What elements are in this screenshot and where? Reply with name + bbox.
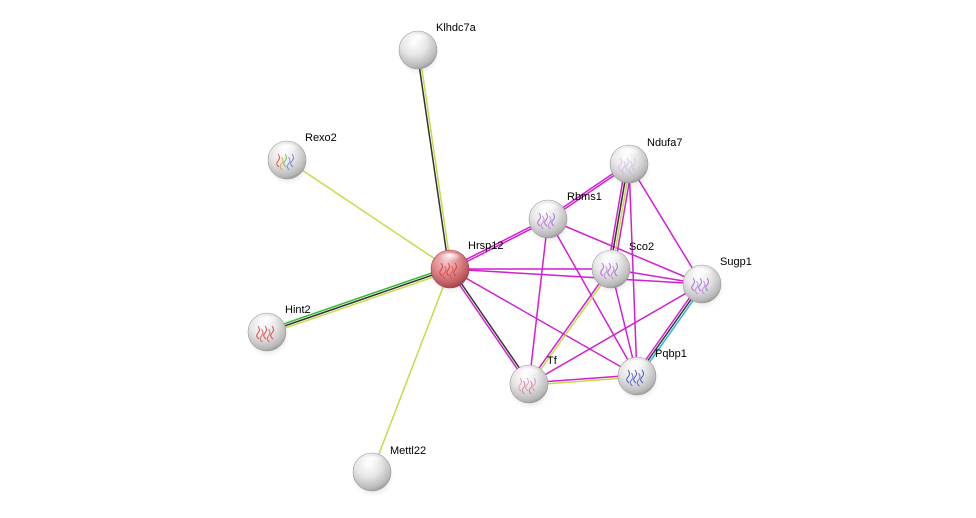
node-highlight [617,148,641,160]
node-label: Tf [547,355,558,367]
edge-rbms1-tf[interactable] [528,218,549,385]
node-rexo2[interactable]: Rexo2 [267,132,337,185]
edges-layer [266,49,705,473]
node-highlight [690,268,714,280]
protein-structure-icon [518,377,536,395]
protein-structure-icon [600,262,618,280]
edge-evidence-textmining [371,268,451,473]
edge-hrsp12-rexo2[interactable] [286,159,451,270]
node-hint2[interactable]: Hint2 [247,304,311,357]
node-sugp1[interactable]: Sugp1 [682,256,752,309]
node-label: Rbms1 [567,191,602,203]
node-klhdc7a[interactable]: Klhdc7a [398,22,477,75]
edge-rbms1-sugp1[interactable] [547,218,703,285]
node-rbms1[interactable]: Rbms1 [528,191,602,244]
node-highlight [517,368,541,380]
edge-hrsp12-klhdc7a[interactable] [416,49,452,270]
protein-structure-icon [276,153,294,171]
protein-structure-icon [626,369,644,387]
node-label: Rexo2 [305,132,337,144]
node-hrsp12[interactable]: Hrsp12 [430,240,503,294]
protein-structure-icon [691,277,709,295]
edge-evidence-textmining [267,270,451,335]
node-highlight [438,253,462,265]
edge-evidence-experiments [547,218,703,285]
node-mettl22[interactable]: Mettl22 [352,445,426,497]
node-highlight [255,316,279,328]
protein-structure-icon [439,262,457,280]
protein-structure-icon [618,157,636,175]
node-sco2[interactable]: Sco2 [591,241,654,294]
edge-evidence-experiments [527,267,611,384]
node-label: Hrsp12 [468,240,503,252]
node-highlight [599,253,623,265]
edge-evidence-neighborhood [266,266,450,331]
edge-evidence-experiments [628,163,638,377]
node-label: Mettl22 [390,445,426,457]
edge-ndufa7-pqbp1[interactable] [628,163,638,377]
edge-hrsp12-mettl22[interactable] [371,268,451,473]
node-label: Klhdc7a [436,22,477,34]
protein-structure-icon [537,212,555,230]
node-label: Pqbp1 [655,348,687,360]
protein-structure-icon [256,325,274,343]
edge-evidence-textmining [286,159,451,270]
node-highlight [625,360,649,372]
edge-hrsp12-sugp1[interactable] [449,268,703,285]
edge-sugp1-tf[interactable] [528,283,703,385]
edge-evidence-experiments [449,268,638,377]
edge-evidence-textmining [418,49,452,269]
edge-hrsp12-pqbp1[interactable] [449,268,638,377]
edge-hrsp12-hint2[interactable] [266,266,451,335]
node-highlight [406,34,430,46]
edge-evidence-experiments [528,218,549,385]
node-label: Sco2 [629,241,654,253]
edge-evidence-experiments [449,268,703,285]
edge-evidence-experiments [528,283,703,385]
node-highlight [536,203,560,215]
node-highlight [360,456,384,468]
node-ndufa7[interactable]: Ndufa7 [609,137,682,189]
node-tf[interactable]: Tf [509,355,558,409]
edge-evidence-coexpression [266,268,451,333]
node-highlight [275,144,299,156]
node-pqbp1[interactable]: Pqbp1 [617,348,687,401]
edge-evidence-coexpression [416,50,450,270]
node-label: Sugp1 [720,256,752,268]
node-label: Hint2 [285,304,311,316]
node-label: Ndufa7 [647,137,682,149]
